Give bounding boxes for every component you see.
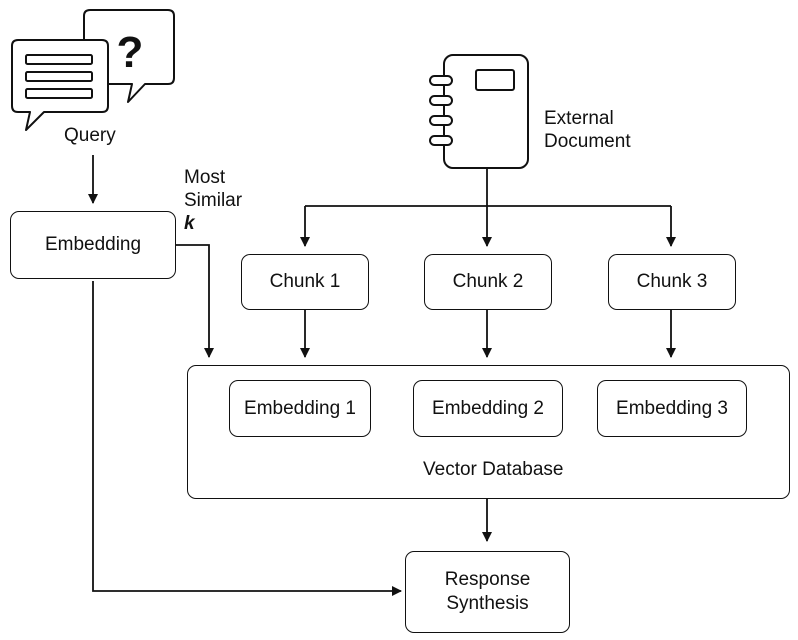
chunk-3-box[interactable]: Chunk 3 — [608, 254, 736, 310]
svg-text:?: ? — [117, 28, 144, 77]
arrow-embedding-to-db — [176, 244, 214, 358]
response-synthesis-line1: Response — [444, 569, 531, 590]
embedding-1-label: Embedding 1 — [244, 397, 356, 419]
vector-database-label: Vector Database — [423, 459, 564, 480]
most-similar-line2: Similar — [184, 190, 243, 211]
most-similar-label: Most Similar k — [184, 166, 242, 235]
most-similar-line1: Most — [184, 167, 226, 188]
chunk-1-box[interactable]: Chunk 1 — [241, 254, 369, 310]
chat-question-icon: ? — [11, 9, 175, 131]
embedding-1-box[interactable]: Embedding 1 — [229, 380, 371, 437]
embedding-2-box[interactable]: Embedding 2 — [413, 380, 563, 437]
embedding-2-label: Embedding 2 — [432, 397, 544, 419]
chunk-3-label: Chunk 3 — [636, 271, 708, 292]
external-document-line1: External — [544, 108, 614, 129]
response-synthesis-box[interactable]: Response Synthesis — [405, 551, 570, 633]
notebook-icon — [429, 54, 529, 169]
external-document-line2: Document — [544, 131, 631, 152]
chunk-2-label: Chunk 2 — [452, 271, 524, 292]
embedding-3-label: Embedding 3 — [616, 397, 728, 419]
query-label: Query — [64, 125, 116, 146]
external-document-label: External Document — [544, 107, 631, 153]
query-embedding-box[interactable]: Embedding — [10, 211, 176, 279]
arrow-embedding-to-response — [92, 281, 402, 596]
chunk-1-label: Chunk 1 — [269, 271, 341, 292]
response-synthesis-line2: Synthesis — [446, 593, 529, 614]
k-parameter: k — [184, 213, 195, 234]
chunk-2-box[interactable]: Chunk 2 — [424, 254, 552, 310]
embedding-3-box[interactable]: Embedding 3 — [597, 380, 747, 437]
query-embedding-label: Embedding — [44, 234, 142, 255]
